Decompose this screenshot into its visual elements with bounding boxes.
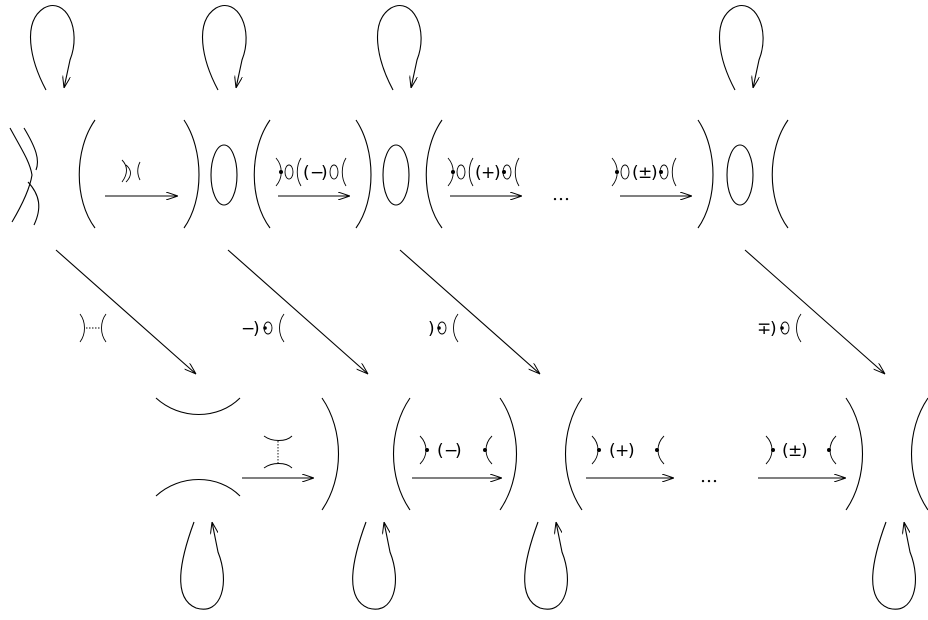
top-group-3: ( + ) <box>425 119 522 229</box>
bottom-group-1 <box>242 397 340 511</box>
svg-text:): ) <box>801 441 808 461</box>
svg-text:): ) <box>770 319 777 339</box>
svg-text:(: ( <box>475 163 482 183</box>
paren-right <box>183 119 200 229</box>
top-sign-2: − <box>310 163 324 183</box>
paren-left-trailing <box>771 119 789 229</box>
svg-text:): ) <box>428 319 435 339</box>
saddle-icon <box>263 435 293 469</box>
paren-right <box>499 397 518 511</box>
top-loop-4 <box>719 5 764 91</box>
oval-icon <box>329 157 347 187</box>
dotted-oval-icon <box>275 157 302 187</box>
paren-right <box>697 119 714 229</box>
svg-text:(: ( <box>782 441 789 461</box>
bottom-sign-3: + <box>615 441 629 461</box>
dotted-arc-icon <box>419 435 429 465</box>
oval-2 <box>382 144 410 206</box>
dotted-oval-icon <box>611 157 630 187</box>
bottom-loop-1 <box>180 522 225 610</box>
crossing-diagram <box>9 127 40 226</box>
bottom-group-4: ( ± ) <box>758 397 864 511</box>
diagonal-label-2: − ) <box>241 313 285 343</box>
top-loop-3 <box>377 5 422 91</box>
oval-1 <box>210 144 238 206</box>
dotted-arc-icon <box>765 435 775 465</box>
dotted-arc-icon <box>655 435 665 465</box>
svg-text:): ) <box>253 319 260 339</box>
dotted-oval-icon <box>502 157 520 187</box>
paren-left-trailing <box>910 397 928 511</box>
svg-text:): ) <box>651 163 658 183</box>
bottom-sign-2: − <box>444 441 458 461</box>
dotted-oval-icon <box>447 157 474 187</box>
smoothing-diagram <box>155 397 241 497</box>
top-sign-3: + <box>481 163 495 183</box>
paren-right <box>355 119 372 229</box>
diagonal-arrow-1 <box>55 249 196 374</box>
diagonal-label-1 <box>79 313 107 343</box>
paren-left <box>564 397 583 511</box>
bottom-loop-2 <box>352 522 397 610</box>
bottom-group-3: ( + ) <box>564 397 674 511</box>
paren-right <box>845 397 864 511</box>
paren-right <box>321 397 340 511</box>
top-group-4: ( ± ) <box>611 119 714 229</box>
bottom-loop-4 <box>872 522 917 610</box>
svg-text:(: ( <box>632 163 639 183</box>
svg-text:): ) <box>321 163 328 183</box>
dotted-arc-icon <box>591 435 601 465</box>
crossing-saddle-icon <box>121 159 141 183</box>
top-loop-2 <box>202 5 247 91</box>
bottom-group-2: ( − ) <box>392 397 518 511</box>
top-group-1 <box>78 119 200 229</box>
diag-sign-4: ∓ <box>757 319 771 339</box>
bottom-ellipsis: … <box>700 466 718 487</box>
diag-sign-2: − <box>241 319 255 339</box>
oval-3 <box>726 144 754 206</box>
paren-left <box>253 119 271 229</box>
bottom-loop-3 <box>524 522 569 610</box>
top-ellipsis: … <box>552 184 570 205</box>
svg-text:(: ( <box>303 163 310 183</box>
top-group-2: ( − ) <box>253 119 372 229</box>
svg-text:): ) <box>628 441 635 461</box>
diagonal-arrow-2 <box>227 249 368 374</box>
diagonal-arrow-3 <box>399 249 540 374</box>
bottom-sign-4: ± <box>788 441 802 461</box>
dotted-arc-icon <box>483 435 493 465</box>
top-sign-4: ± <box>638 163 652 183</box>
svg-text:(: ( <box>609 441 616 461</box>
paren-left <box>392 397 411 511</box>
svg-text:): ) <box>455 441 462 461</box>
paren-left <box>78 119 96 229</box>
diagonal-label-4: ∓ ) <box>757 313 802 343</box>
diagonal-arrow-4 <box>744 249 885 374</box>
svg-text:(: ( <box>437 441 444 461</box>
diagonal-label-3: ) <box>428 313 459 343</box>
svg-text:): ) <box>494 163 501 183</box>
top-loop-1 <box>30 5 75 91</box>
dotted-oval-icon <box>659 157 677 187</box>
dotted-arc-icon <box>827 435 837 465</box>
paren-left <box>425 119 443 229</box>
